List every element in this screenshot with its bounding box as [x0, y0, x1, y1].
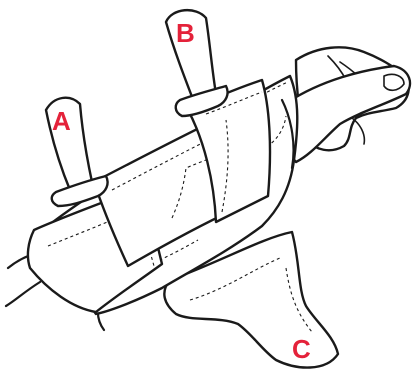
thumbnail — [383, 73, 405, 92]
strap-a-band-stitching — [111, 131, 227, 219]
strap-a-loop — [50, 174, 109, 208]
strap-b-band — [186, 78, 272, 224]
label-a: A — [52, 106, 71, 136]
strap-b-tab — [164, 9, 218, 104]
strap-a-tab — [44, 96, 94, 192]
label-b: B — [176, 18, 195, 48]
label-c: C — [292, 334, 311, 364]
strap-c-stitching — [189, 257, 313, 333]
strap-c — [163, 230, 340, 369]
strap-b-loop — [174, 84, 229, 118]
strap-b-band-stitching — [205, 91, 263, 213]
thumb-hole-edge — [280, 98, 295, 170]
